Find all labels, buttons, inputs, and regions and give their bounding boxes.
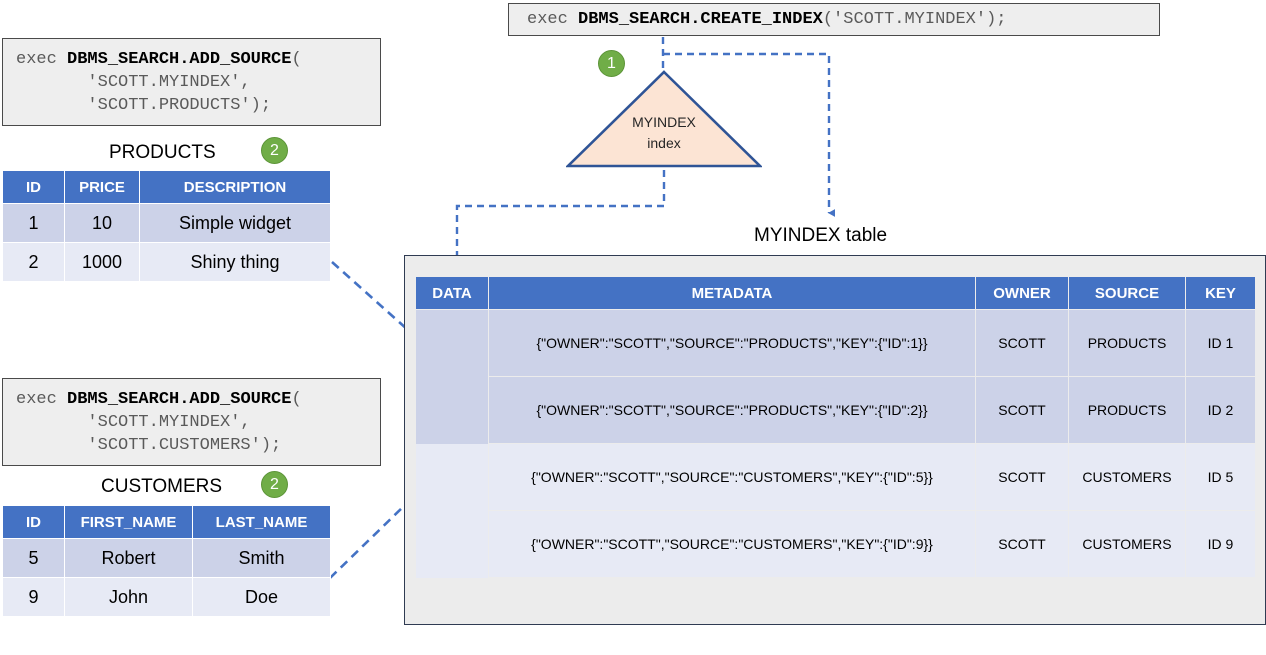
myindex-col-data: DATA	[415, 276, 489, 310]
myindex-r3-owner: SCOTT	[975, 510, 1069, 578]
table-row: 9 John Doe	[2, 577, 331, 617]
table-header-row: ID PRICE DESCRIPTION	[2, 170, 331, 204]
products-r1-id: 2	[2, 242, 65, 282]
myindex-r3-data	[415, 510, 489, 578]
customers-table: ID FIRST_NAME LAST_NAME 5 Robert Smith 9…	[2, 505, 331, 617]
code-create-bold: DBMS_SEARCH.CREATE_INDEX	[578, 10, 823, 29]
myindex-col-metadata: METADATA	[488, 276, 976, 310]
products-table-title: PRODUCTS	[109, 142, 216, 163]
code-addprod-suffix: (	[291, 50, 302, 69]
myindex-table-title: MYINDEX table	[754, 225, 888, 246]
products-r1-price: 1000	[64, 242, 140, 282]
customers-col-first: FIRST_NAME	[64, 505, 193, 539]
code-block-add-source-customers: exec DBMS_SEARCH.ADD_SOURCE( 'SCOTT.MYIN…	[2, 378, 381, 466]
products-r1-desc: Shiny thing	[139, 242, 331, 282]
products-r0-id: 1	[2, 203, 65, 243]
products-col-desc: DESCRIPTION	[139, 170, 331, 204]
step-badge-1: 1	[598, 50, 625, 77]
customers-r1-first: John	[64, 577, 193, 617]
code-block-add-source-products: exec DBMS_SEARCH.ADD_SOURCE( 'SCOTT.MYIN…	[2, 38, 381, 126]
code-addprod-line2: 'SCOTT.MYINDEX',	[16, 73, 251, 92]
customers-r1-id: 9	[2, 577, 65, 617]
myindex-r2-data	[415, 443, 489, 511]
index-shape-line1: MYINDEX	[632, 114, 696, 130]
code-block-create-index: exec DBMS_SEARCH.CREATE_INDEX('SCOTT.MYI…	[508, 3, 1160, 36]
customers-r0-id: 5	[2, 538, 65, 578]
myindex-r3-source: CUSTOMERS	[1068, 510, 1186, 578]
myindex-col-owner: OWNER	[975, 276, 1069, 310]
myindex-r2-meta: {"OWNER":"SCOTT","SOURCE":"CUSTOMERS","K…	[488, 443, 976, 511]
code-addcust-bold: DBMS_SEARCH.ADD_SOURCE	[67, 390, 292, 409]
myindex-col-source: SOURCE	[1068, 276, 1186, 310]
step-badge-2-customers: 2	[261, 471, 288, 498]
products-col-id: ID	[2, 170, 65, 204]
code-create-suffix: ('SCOTT.MYINDEX');	[822, 10, 1007, 29]
myindex-r2-key: ID 5	[1185, 443, 1256, 511]
customers-col-id: ID	[2, 505, 65, 539]
products-r0-desc: Simple widget	[139, 203, 331, 243]
table-row: {"OWNER":"SCOTT","SOURCE":"CUSTOMERS","K…	[415, 510, 1256, 578]
customers-r1-last: Doe	[192, 577, 331, 617]
myindex-r1-data	[415, 376, 489, 444]
code-addcust-prefix: exec	[16, 390, 68, 409]
myindex-r2-source: CUSTOMERS	[1068, 443, 1186, 511]
code-addprod-prefix: exec	[16, 50, 68, 69]
index-shape-label: MYINDEX index	[566, 112, 762, 154]
table-row: {"OWNER":"SCOTT","SOURCE":"PRODUCTS","KE…	[415, 376, 1256, 444]
table-row: 5 Robert Smith	[2, 538, 331, 578]
myindex-r0-source: PRODUCTS	[1068, 309, 1186, 377]
products-r0-price: 10	[64, 203, 140, 243]
code-addprod-line3: 'SCOTT.PRODUCTS');	[16, 96, 272, 115]
code-addcust-line3: 'SCOTT.CUSTOMERS');	[16, 436, 282, 455]
myindex-index-shape: MYINDEX index	[564, 70, 764, 170]
myindex-r2-owner: SCOTT	[975, 443, 1069, 511]
myindex-r1-owner: SCOTT	[975, 376, 1069, 444]
table-row: 2 1000 Shiny thing	[2, 242, 331, 282]
index-shape-line2: index	[647, 135, 681, 151]
myindex-col-key: KEY	[1185, 276, 1256, 310]
myindex-r0-key: ID 1	[1185, 309, 1256, 377]
table-row: {"OWNER":"SCOTT","SOURCE":"CUSTOMERS","K…	[415, 443, 1256, 511]
products-col-price: PRICE	[64, 170, 140, 204]
step-badge-2-products: 2	[261, 137, 288, 164]
table-row: 1 10 Simple widget	[2, 203, 331, 243]
code-addprod-bold: DBMS_SEARCH.ADD_SOURCE	[67, 50, 292, 69]
table-row: {"OWNER":"SCOTT","SOURCE":"PRODUCTS","KE…	[415, 309, 1256, 377]
connector-index-to-data-column	[455, 170, 666, 268]
customers-table-title: CUSTOMERS	[101, 476, 223, 497]
myindex-r3-meta: {"OWNER":"SCOTT","SOURCE":"CUSTOMERS","K…	[488, 510, 976, 578]
products-table: ID PRICE DESCRIPTION 1 10 Simple widget …	[2, 170, 331, 282]
code-addcust-suffix: (	[291, 390, 302, 409]
myindex-r0-meta: {"OWNER":"SCOTT","SOURCE":"PRODUCTS","KE…	[488, 309, 976, 377]
myindex-r3-key: ID 9	[1185, 510, 1256, 578]
customers-col-last: LAST_NAME	[192, 505, 331, 539]
table-header-row: DATA METADATA OWNER SOURCE KEY	[415, 276, 1256, 310]
myindex-r0-owner: SCOTT	[975, 309, 1069, 377]
myindex-r1-key: ID 2	[1185, 376, 1256, 444]
code-create-prefix: exec	[527, 10, 579, 29]
code-addcust-line2: 'SCOTT.MYINDEX',	[16, 413, 251, 432]
myindex-r0-data	[415, 309, 489, 377]
myindex-r1-source: PRODUCTS	[1068, 376, 1186, 444]
customers-r0-first: Robert	[64, 538, 193, 578]
customers-r0-last: Smith	[192, 538, 331, 578]
table-header-row: ID FIRST_NAME LAST_NAME	[2, 505, 331, 539]
myindex-table: DATA METADATA OWNER SOURCE KEY {"OWNER":…	[415, 276, 1256, 578]
myindex-r1-meta: {"OWNER":"SCOTT","SOURCE":"PRODUCTS","KE…	[488, 376, 976, 444]
